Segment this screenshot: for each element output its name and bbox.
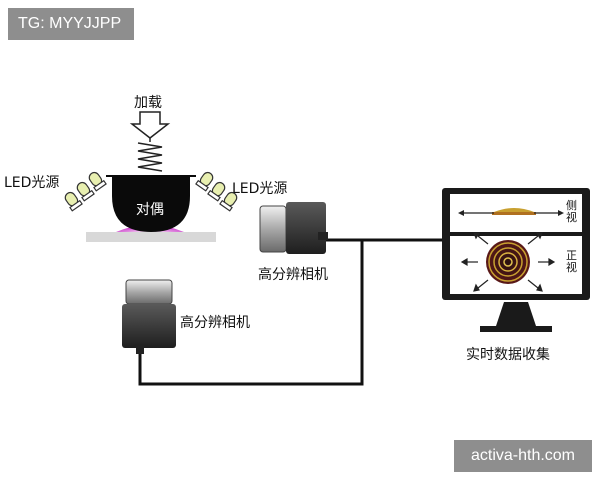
camera-side-label: 高分辨相机 [258, 267, 328, 283]
expand-arrow-icon [460, 232, 556, 292]
monitor-icon [442, 188, 590, 332]
spring-icon [137, 138, 163, 172]
cable [138, 238, 450, 386]
led-right-label: LED光源 [232, 181, 288, 197]
specimen-label: 对偶 [136, 202, 164, 218]
led-light-icon [195, 171, 238, 212]
specimen-counterpart [112, 176, 190, 232]
led-left-label: LED光源 [4, 175, 60, 191]
front-view-rings [486, 240, 530, 284]
camera-bottom-label: 高分辨相机 [180, 315, 250, 331]
data-collection-label: 实时数据收集 [466, 347, 550, 363]
load-label: 加载 [134, 95, 162, 111]
load-arrow-icon [129, 111, 171, 139]
watermark-top-left: TG: MYYJJPP [8, 8, 134, 40]
monitor-side-view-label: 侧视 [566, 199, 577, 224]
camera-icon [122, 279, 176, 354]
monitor-front-view-label: 正视 [566, 249, 577, 274]
camera-icon [259, 202, 328, 254]
watermark-bottom-right: activa-hth.com [454, 440, 592, 472]
sample-stage [86, 232, 216, 242]
led-light-icon [64, 171, 107, 212]
side-view-render [458, 208, 564, 216]
